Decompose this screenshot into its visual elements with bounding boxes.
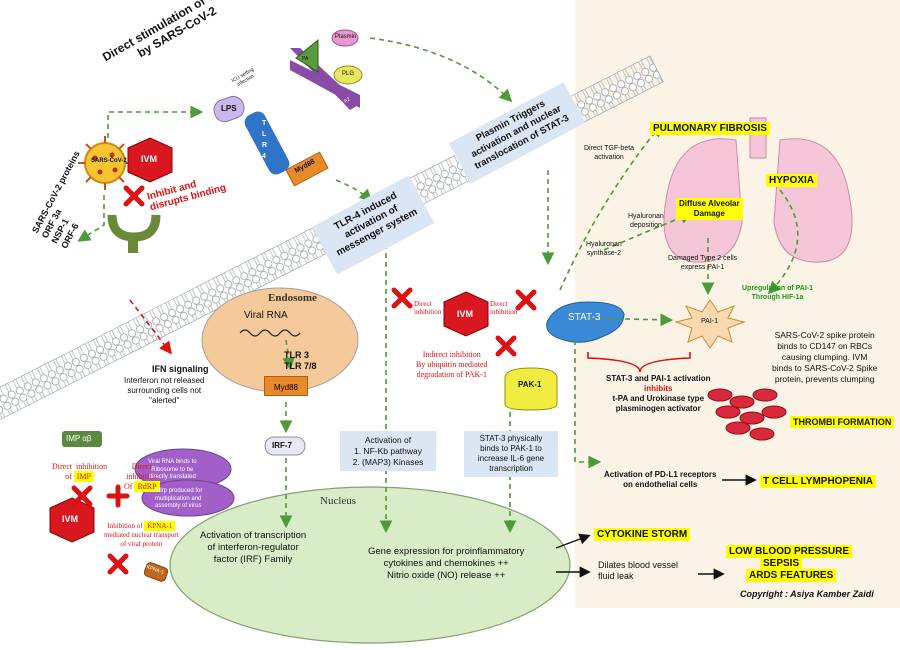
stat3-pak1-box: STAT-3 physically binds to PAK-1 to incr… — [464, 431, 558, 477]
ivm-bottom-label: IVM — [62, 514, 79, 524]
t-cell-lymphopenia-label: T CELL LYMPHOPENIA — [760, 475, 877, 488]
tlr-label: T L R 4 — [262, 120, 268, 160]
sars-label: SARS-CoV-2 — [91, 158, 127, 164]
kpna-inhibit-label: Inhibition of KPNA-1 mediated nuclear tr… — [104, 521, 179, 548]
nucleus-shape — [169, 486, 571, 644]
upregulation-label: Upregulation of PAI-1 Through HIF-1a — [742, 285, 814, 301]
cytokine-storm-label: CYTOKINE STORM — [594, 528, 691, 541]
ivm-hex-mid — [443, 291, 489, 337]
myd88-box: Myd88 — [264, 376, 308, 396]
ivm-mid-label: IVM — [457, 309, 474, 319]
tlr-endosome-label: TLR 3 TLR 7/8 — [284, 350, 317, 371]
diffuse-alveolar-label: Diffuse Alveolar Damage — [676, 198, 743, 220]
rdrp-text-label: Rdrp produced for multiplication and ass… — [154, 488, 203, 509]
myd88-label: Myd88 — [273, 383, 298, 392]
irf7-label: IRF-7 — [272, 441, 292, 450]
nfkb-box: Activation of 1. NF-Kb pathway 2. (MAP3)… — [340, 431, 436, 471]
thrombi-label: THROMBI FORMATION — [790, 416, 895, 428]
hypoxia-label: HYPOXIA — [766, 174, 818, 187]
sepsis-label: SEPSIS — [760, 557, 803, 570]
hyaluronan-synthase-label: Hyaluronan synthase-2 — [586, 241, 622, 257]
receptor-shape — [107, 214, 161, 242]
pai1-star — [674, 299, 746, 349]
ivm-hex-top — [127, 137, 173, 183]
hyaluronan-deposition-label: Hyaluronan deposition — [628, 213, 664, 229]
ivm-hex-bot — [49, 497, 95, 543]
ards-label: ARDS FEATURES — [746, 569, 837, 582]
damaged-cells-label: Damaged Type 2 cells express PAI-1 — [668, 255, 738, 271]
nfkb-text: Activation of 1. NF-Kb pathway 2. (MAP3)… — [352, 435, 424, 467]
viral-ribosome-label: Viral RNA binds to Ribosome to be direct… — [148, 459, 197, 480]
copyright-text: Copyright : Asiya Kamber Zaidi — [740, 589, 874, 599]
gene-expression-text: Gene expression for proinflammatory cyto… — [368, 546, 525, 581]
ifn-title: IFN signaling — [152, 364, 209, 374]
direct-inhibition-1: Direct inhibition — [414, 300, 442, 316]
pak1-label: PAK-1 — [518, 380, 542, 389]
stat3-shape — [546, 301, 625, 343]
irf-transcription-text: Activation of transcription of interfero… — [200, 530, 307, 565]
indirect-inhibition: Indirect inhibition By ubiquitin mediate… — [416, 350, 488, 379]
tlr4-receptor — [244, 111, 290, 175]
pulmonary-fibrosis-label: PULMONARY FIBROSIS — [650, 122, 770, 135]
ifn-text: Interferon not released surrounding cell… — [124, 376, 205, 405]
right-panel — [575, 0, 900, 608]
lps-label: LPS — [221, 104, 237, 113]
plasmin-label: Plasmin — [335, 34, 357, 40]
spike-protein-text: SARS-CoV-2 spike protein binds to CD147 … — [772, 330, 878, 384]
imp-inhibit-label: Direct inhibition of IMP — [52, 462, 108, 482]
nucleus-title: Nucleus — [320, 495, 357, 507]
stat3-pai1-text: STAT-3 and PAI-1 activation inhibits t-P… — [606, 374, 711, 413]
viral-rna-label: Viral RNA — [244, 310, 288, 321]
pai1-label: PAI-1 — [701, 318, 718, 325]
pdl1-text: Activation of PD-L1 receptors on endothe… — [604, 470, 717, 489]
tgf-label: Direct TGF-beta activation — [584, 145, 635, 161]
imp-label: IMP αβ — [66, 434, 92, 443]
endosome-label: Endosome — [268, 292, 317, 304]
direct-inhibition-2: Direct inhibition — [490, 300, 518, 316]
plg-label: PLG — [342, 71, 355, 77]
rbc-cluster — [707, 388, 787, 441]
pa-label: PA — [302, 56, 309, 62]
virus-shape — [78, 136, 132, 190]
stat3-pak1-text: STAT-3 physically binds to PAK-1 to incr… — [477, 434, 545, 473]
rdrp-inhibit-label: Direct inhibition Of RdRP — [124, 462, 160, 492]
stat3-label: STAT-3 — [568, 312, 601, 323]
dilates-text: Dilates blood vessel fluid leak — [598, 560, 679, 581]
ivm-top-label: IVM — [141, 154, 158, 164]
low-bp-label: LOW BLOOD PRESSURE — [726, 545, 853, 558]
